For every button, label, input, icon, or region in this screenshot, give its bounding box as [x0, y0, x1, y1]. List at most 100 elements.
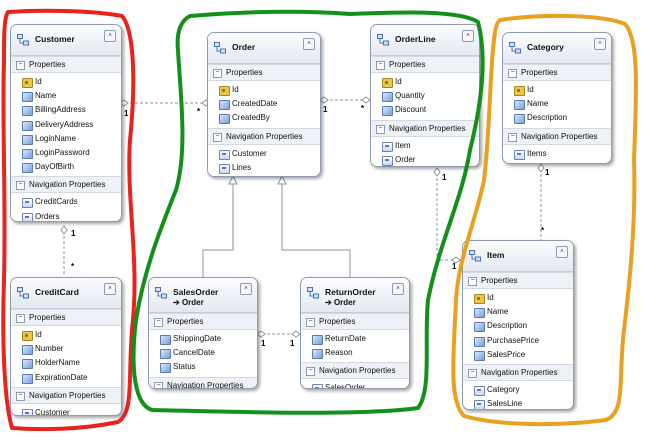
collapse-icon[interactable]: ˄	[240, 283, 252, 295]
entity-header[interactable]: CreditCard˄	[11, 278, 121, 309]
collapse-section-icon[interactable]: −	[154, 318, 163, 327]
property-row[interactable]: SalesPrice	[463, 348, 573, 362]
navigation-property-row[interactable]: Customer	[208, 147, 320, 161]
property-row[interactable]: DeliveryAddress	[11, 118, 121, 132]
collapse-icon[interactable]: ˄	[303, 38, 315, 50]
navigation-section-header[interactable]: −Navigation Properties	[503, 127, 611, 145]
property-row[interactable]: ReturnDate	[301, 332, 409, 346]
navigation-section-header[interactable]: −Navigation Properties	[149, 376, 257, 388]
property-row[interactable]: Id	[463, 291, 573, 305]
entity-header[interactable]: OrderLine˄	[371, 25, 479, 56]
navigation-property-row[interactable]: Items	[503, 147, 611, 161]
property-row[interactable]: Name	[503, 97, 611, 111]
property-row[interactable]: CancelDate	[149, 346, 257, 360]
collapse-icon[interactable]: ˄	[462, 30, 474, 42]
collapse-section-icon[interactable]: −	[376, 124, 385, 134]
property-row[interactable]: Status	[149, 360, 257, 374]
collapse-section-icon[interactable]: −	[376, 61, 385, 70]
navigation-section-header[interactable]: −Navigation Properties	[371, 119, 479, 137]
entity-header[interactable]: ReturnOrder➔ Order˄	[301, 278, 409, 313]
collapse-section-icon[interactable]: −	[16, 61, 25, 70]
property-row[interactable]: Discount	[371, 103, 479, 117]
multiplicity-label: 1	[261, 339, 266, 348]
property-row[interactable]: LoginName	[11, 132, 121, 146]
property-row[interactable]: ExpirationDate	[11, 371, 121, 385]
property-row[interactable]: Quantity	[371, 89, 479, 103]
property-row[interactable]: Id	[11, 75, 121, 89]
collapse-section-icon[interactable]: −	[508, 69, 517, 78]
navigation-property-row[interactable]: Order	[371, 153, 479, 166]
navigation-property-row[interactable]: Category	[463, 383, 573, 397]
navigation-property-row[interactable]: Orders	[11, 210, 121, 221]
collapse-icon[interactable]: ˄	[104, 30, 116, 42]
collapse-section-icon[interactable]: −	[508, 132, 517, 142]
navigation-section-header[interactable]: −Navigation Properties	[11, 176, 121, 194]
property-icon	[312, 349, 323, 360]
collapse-section-icon[interactable]: −	[16, 181, 25, 191]
collapse-section-icon[interactable]: −	[213, 69, 222, 78]
navigation-property-row[interactable]: Lines	[208, 161, 320, 175]
property-row[interactable]: CreatedBy	[208, 111, 320, 125]
collapse-section-icon[interactable]: −	[154, 381, 163, 388]
property-row[interactable]: PurchasePrice	[463, 334, 573, 348]
collapse-section-icon[interactable]: −	[306, 318, 315, 327]
navigation-property-row[interactable]: Customer	[11, 406, 121, 415]
properties-section-header[interactable]: −Properties	[11, 309, 121, 326]
entity-header[interactable]: SalesOrder➔ Order˄	[149, 278, 257, 313]
navigation-section-header[interactable]: −Navigation Properties	[301, 362, 409, 380]
property-row[interactable]: Name	[463, 305, 573, 319]
collapse-icon[interactable]: ˄	[392, 283, 404, 295]
collapse-section-icon[interactable]: −	[468, 368, 477, 378]
collapse-section-icon[interactable]: −	[213, 132, 222, 142]
properties-section-header[interactable]: −Properties	[301, 313, 409, 330]
property-row[interactable]: CreatedDate	[208, 97, 320, 111]
property-row[interactable]: Number	[11, 342, 121, 356]
property-row[interactable]: Reason	[301, 346, 409, 360]
collapse-section-icon[interactable]: −	[468, 277, 477, 286]
navigation-section-header[interactable]: −Navigation Properties	[11, 386, 121, 404]
entity-header[interactable]: Category˄	[503, 33, 611, 64]
property-row[interactable]: Id	[208, 83, 320, 97]
property-row[interactable]: Name	[11, 89, 121, 103]
property-row[interactable]: LoginPassword	[11, 146, 121, 160]
properties-section-header[interactable]: −Properties	[463, 272, 573, 289]
property-row[interactable]: DayOfBirth	[11, 160, 121, 174]
property-row[interactable]: ShippingDate	[149, 332, 257, 346]
properties-section-header[interactable]: −Properties	[208, 64, 320, 81]
properties-section-header[interactable]: −Properties	[149, 313, 257, 330]
navigation-property-row[interactable]: SalesLine	[463, 397, 573, 409]
property-row[interactable]: Id	[503, 83, 611, 97]
property-row[interactable]: BillingAddress	[11, 103, 121, 117]
collapse-icon[interactable]: ˄	[104, 283, 116, 295]
navigation-property-name: SalesOrder	[325, 383, 366, 389]
entity-header[interactable]: Customer˄	[11, 25, 121, 56]
entity-header[interactable]: Item˄	[463, 241, 573, 272]
navigation-section-header[interactable]: −Navigation Properties	[208, 127, 320, 145]
property-row[interactable]: Description	[463, 319, 573, 333]
property-row[interactable]: HolderName	[11, 356, 121, 370]
collapse-icon[interactable]: ˄	[594, 38, 606, 50]
navigation-property-row[interactable]: SalesOrder	[301, 381, 409, 389]
collapse-section-icon[interactable]: −	[16, 391, 25, 401]
navigation-property-row[interactable]: CreditCards	[11, 195, 121, 209]
properties-section-header[interactable]: −Properties	[371, 56, 479, 73]
collapse-section-icon[interactable]: −	[16, 314, 25, 323]
property-row[interactable]: Id	[371, 75, 479, 89]
property-row[interactable]: Description	[503, 111, 611, 125]
properties-section-header[interactable]: −Properties	[503, 64, 611, 81]
navigation-section-header[interactable]: −Navigation Properties	[463, 363, 573, 381]
properties-section-header[interactable]: −Properties	[11, 56, 121, 73]
property-row[interactable]: Id	[11, 328, 121, 342]
collapse-section-icon[interactable]: −	[306, 367, 315, 377]
collapse-icon[interactable]: ˄	[556, 246, 568, 258]
navigation-property-row[interactable]: Item	[371, 139, 479, 153]
entity-header[interactable]: Order˄	[208, 33, 320, 64]
